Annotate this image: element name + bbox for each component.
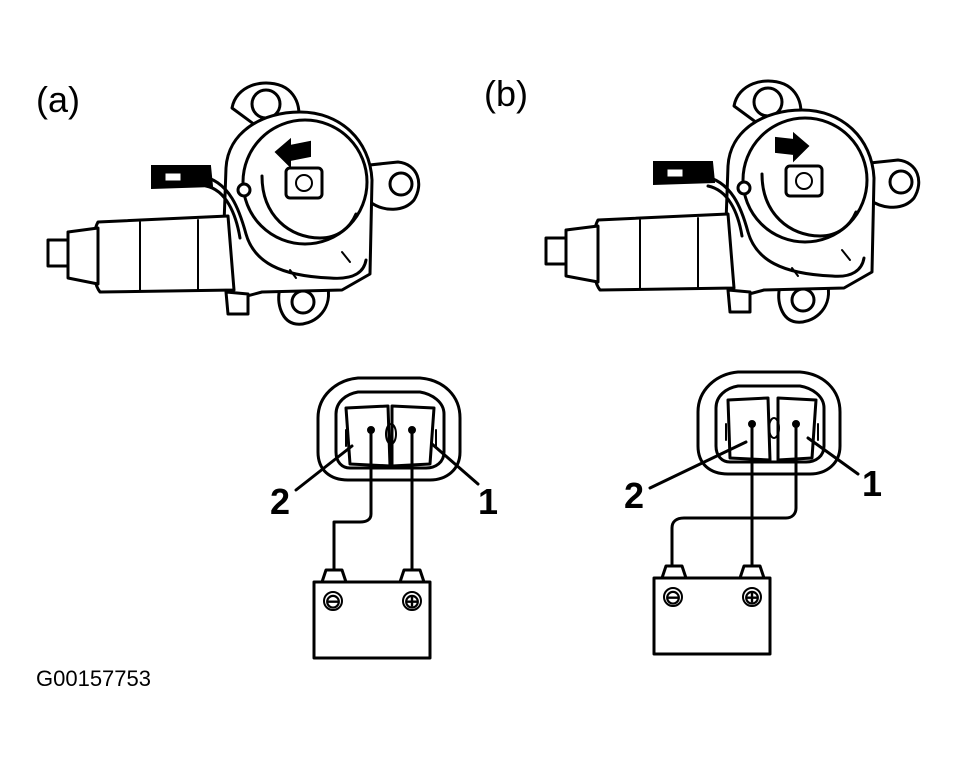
drum-hub-bore-b [795, 172, 813, 190]
battery-post-right-b [738, 564, 766, 580]
panel-b: (b) [484, 73, 921, 656]
motor-barrel-b [590, 212, 736, 292]
battery-b: ⊖ ⊕ [652, 564, 772, 656]
panel-a-label: (a) [36, 79, 80, 120]
battery-positive-ring-b [742, 587, 762, 607]
drum-hub-b [784, 164, 824, 198]
window-motor-a [46, 81, 421, 326]
panel-b-label: (b) [484, 73, 528, 114]
drum-hub-bore-a [295, 174, 313, 192]
mount-hole-bottom-a [290, 289, 316, 315]
battery-a: ⊖ ⊕ [312, 568, 432, 660]
motor-endcap-a [66, 226, 100, 286]
pin-1-label-b: 1 [862, 463, 882, 504]
test-lead-negative-a [332, 430, 373, 574]
window-motor-b [544, 79, 921, 324]
pin-2-leader-b [648, 440, 748, 490]
drum-screw-b [736, 180, 752, 196]
connector-a [316, 376, 462, 482]
harness-wire-a [198, 174, 368, 280]
harness-plug-window-b [664, 166, 686, 180]
pin-1-leader-b [806, 436, 860, 476]
motor-endcap-b [564, 224, 600, 284]
drum-arc-a [260, 174, 358, 240]
battery-body-b [652, 576, 772, 656]
connector-b [696, 370, 842, 476]
battery-negative-symbol-a: ⊖ [325, 591, 342, 613]
rotation-arrow-cw-icon [775, 131, 810, 163]
battery-positive-symbol-b: ⊕ [744, 587, 761, 609]
mount-hole-bottom-b [790, 287, 816, 313]
battery-negative-symbol-b: ⊖ [665, 587, 682, 609]
pin-1-leader-a [430, 442, 480, 486]
connector-key-b [768, 417, 780, 439]
figure-code: G00157753 [36, 666, 151, 691]
battery-positive-ring-a [402, 591, 422, 611]
lower-bracket-a [224, 290, 250, 316]
harness-wire-2-b [706, 184, 744, 238]
test-lead-negative-b [670, 424, 798, 570]
mount-hole-right-a [388, 171, 414, 197]
pin-2-label-b: 2 [624, 475, 644, 516]
harness-plug-window-a [162, 170, 184, 184]
connector-cavity-left-a [344, 404, 392, 468]
battery-body-a [312, 580, 432, 660]
housing-detail-b [791, 249, 851, 277]
motor-barrel-bands-a [139, 219, 199, 291]
connector-ribs-b [725, 423, 819, 441]
pin-1-label-a: 1 [478, 481, 498, 522]
drum-arc-b [760, 172, 858, 238]
pin-2-leader-a [294, 444, 354, 492]
motor-barrel-a [90, 214, 236, 294]
drum-screw-a [236, 182, 252, 198]
panel-a: (a) [36, 79, 498, 660]
housing-detail-a [289, 251, 351, 279]
connector-ribs-a [345, 429, 437, 447]
harness-wire-b [700, 174, 866, 278]
mount-hole-right-b [888, 169, 914, 195]
harness-wire-2-a [204, 184, 242, 240]
battery-post-left-a [320, 568, 348, 584]
battery-positive-symbol-a: ⊕ [404, 591, 421, 613]
connector-key-a [385, 423, 397, 445]
rotation-arrow-ccw-icon [274, 137, 311, 169]
motor-barrel-bands-b [639, 217, 699, 289]
connector-cavity-left-b [726, 396, 772, 462]
battery-post-left-b [660, 564, 688, 580]
battery-post-right-a [398, 568, 426, 584]
pin-2-label-a: 2 [270, 481, 290, 522]
lower-bracket-b [726, 288, 752, 314]
battery-negative-ring-a [323, 591, 343, 611]
drum-hub-a [284, 166, 324, 200]
battery-negative-ring-b [663, 587, 683, 607]
